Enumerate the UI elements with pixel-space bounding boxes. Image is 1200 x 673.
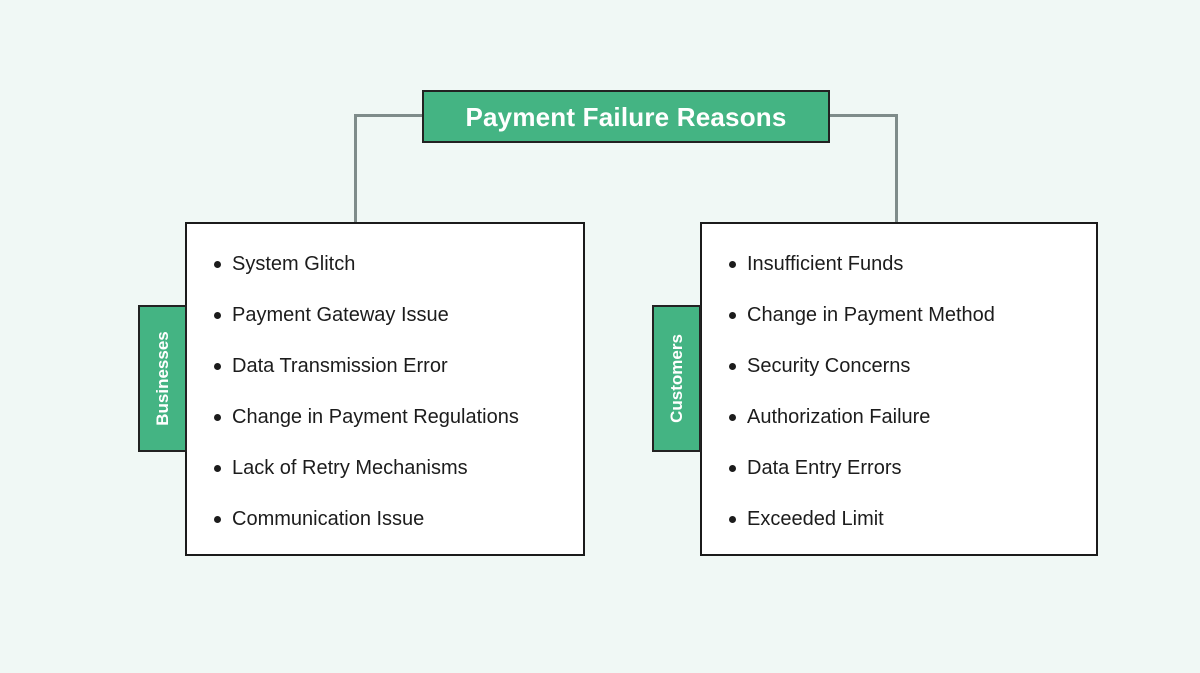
connector-line-left-vertical [354,114,357,224]
list-item: Security Concerns [702,356,1096,376]
list-item-label: Change in Payment Method [747,304,995,326]
list-item-label: System Glitch [232,253,356,275]
bullet-icon [729,312,736,319]
diagram-title: Payment Failure Reasons [465,101,787,132]
list-item: Change in Payment Method [702,305,1096,325]
list-item: Payment Gateway Issue [187,305,583,325]
branch-list-businesses: System Glitch Payment Gateway Issue Data… [187,224,583,529]
list-item: System Glitch [187,254,583,274]
branch-list-customers: Insufficient Funds Change in Payment Met… [702,224,1096,529]
bullet-icon [214,363,221,370]
list-item: Exceeded Limit [702,509,1096,529]
list-item: Communication Issue [187,509,583,529]
branch-tab-label: Customers [667,334,686,423]
bullet-icon [729,516,736,523]
list-item-label: Data Transmission Error [232,355,448,377]
list-item: Insufficient Funds [702,254,1096,274]
branch-tab-label: Businesses [153,331,172,426]
bullet-icon [729,465,736,472]
list-item: Lack of Retry Mechanisms [187,458,583,478]
branch-tab-customers: Customers [652,305,701,452]
list-item: Change in Payment Regulations [187,407,583,427]
bullet-icon [214,516,221,523]
list-item-label: Authorization Failure [747,406,931,428]
bullet-icon [214,261,221,268]
bullet-icon [729,261,736,268]
connector-line-right-vertical [895,114,898,224]
bullet-icon [729,414,736,421]
branch-panel-customers: Insufficient Funds Change in Payment Met… [700,222,1098,556]
root-node: Payment Failure Reasons [422,90,830,143]
branch-panel-businesses: System Glitch Payment Gateway Issue Data… [185,222,585,556]
list-item-label: Change in Payment Regulations [232,406,519,428]
list-item-label: Insufficient Funds [747,253,904,275]
list-item-label: Exceeded Limit [747,508,884,530]
list-item-label: Security Concerns [747,355,911,377]
list-item-label: Data Entry Errors [747,457,902,479]
list-item-label: Payment Gateway Issue [232,304,449,326]
connector-line-left-horizontal [354,114,424,117]
bullet-icon [214,414,221,421]
bullet-icon [214,465,221,472]
bullet-icon [729,363,736,370]
list-item-label: Communication Issue [232,508,425,530]
list-item: Data Entry Errors [702,458,1096,478]
bullet-icon [214,312,221,319]
branch-tab-businesses: Businesses [138,305,187,452]
list-item: Data Transmission Error [187,356,583,376]
connector-line-right-horizontal [828,114,898,117]
list-item-label: Lack of Retry Mechanisms [232,457,468,479]
list-item: Authorization Failure [702,407,1096,427]
